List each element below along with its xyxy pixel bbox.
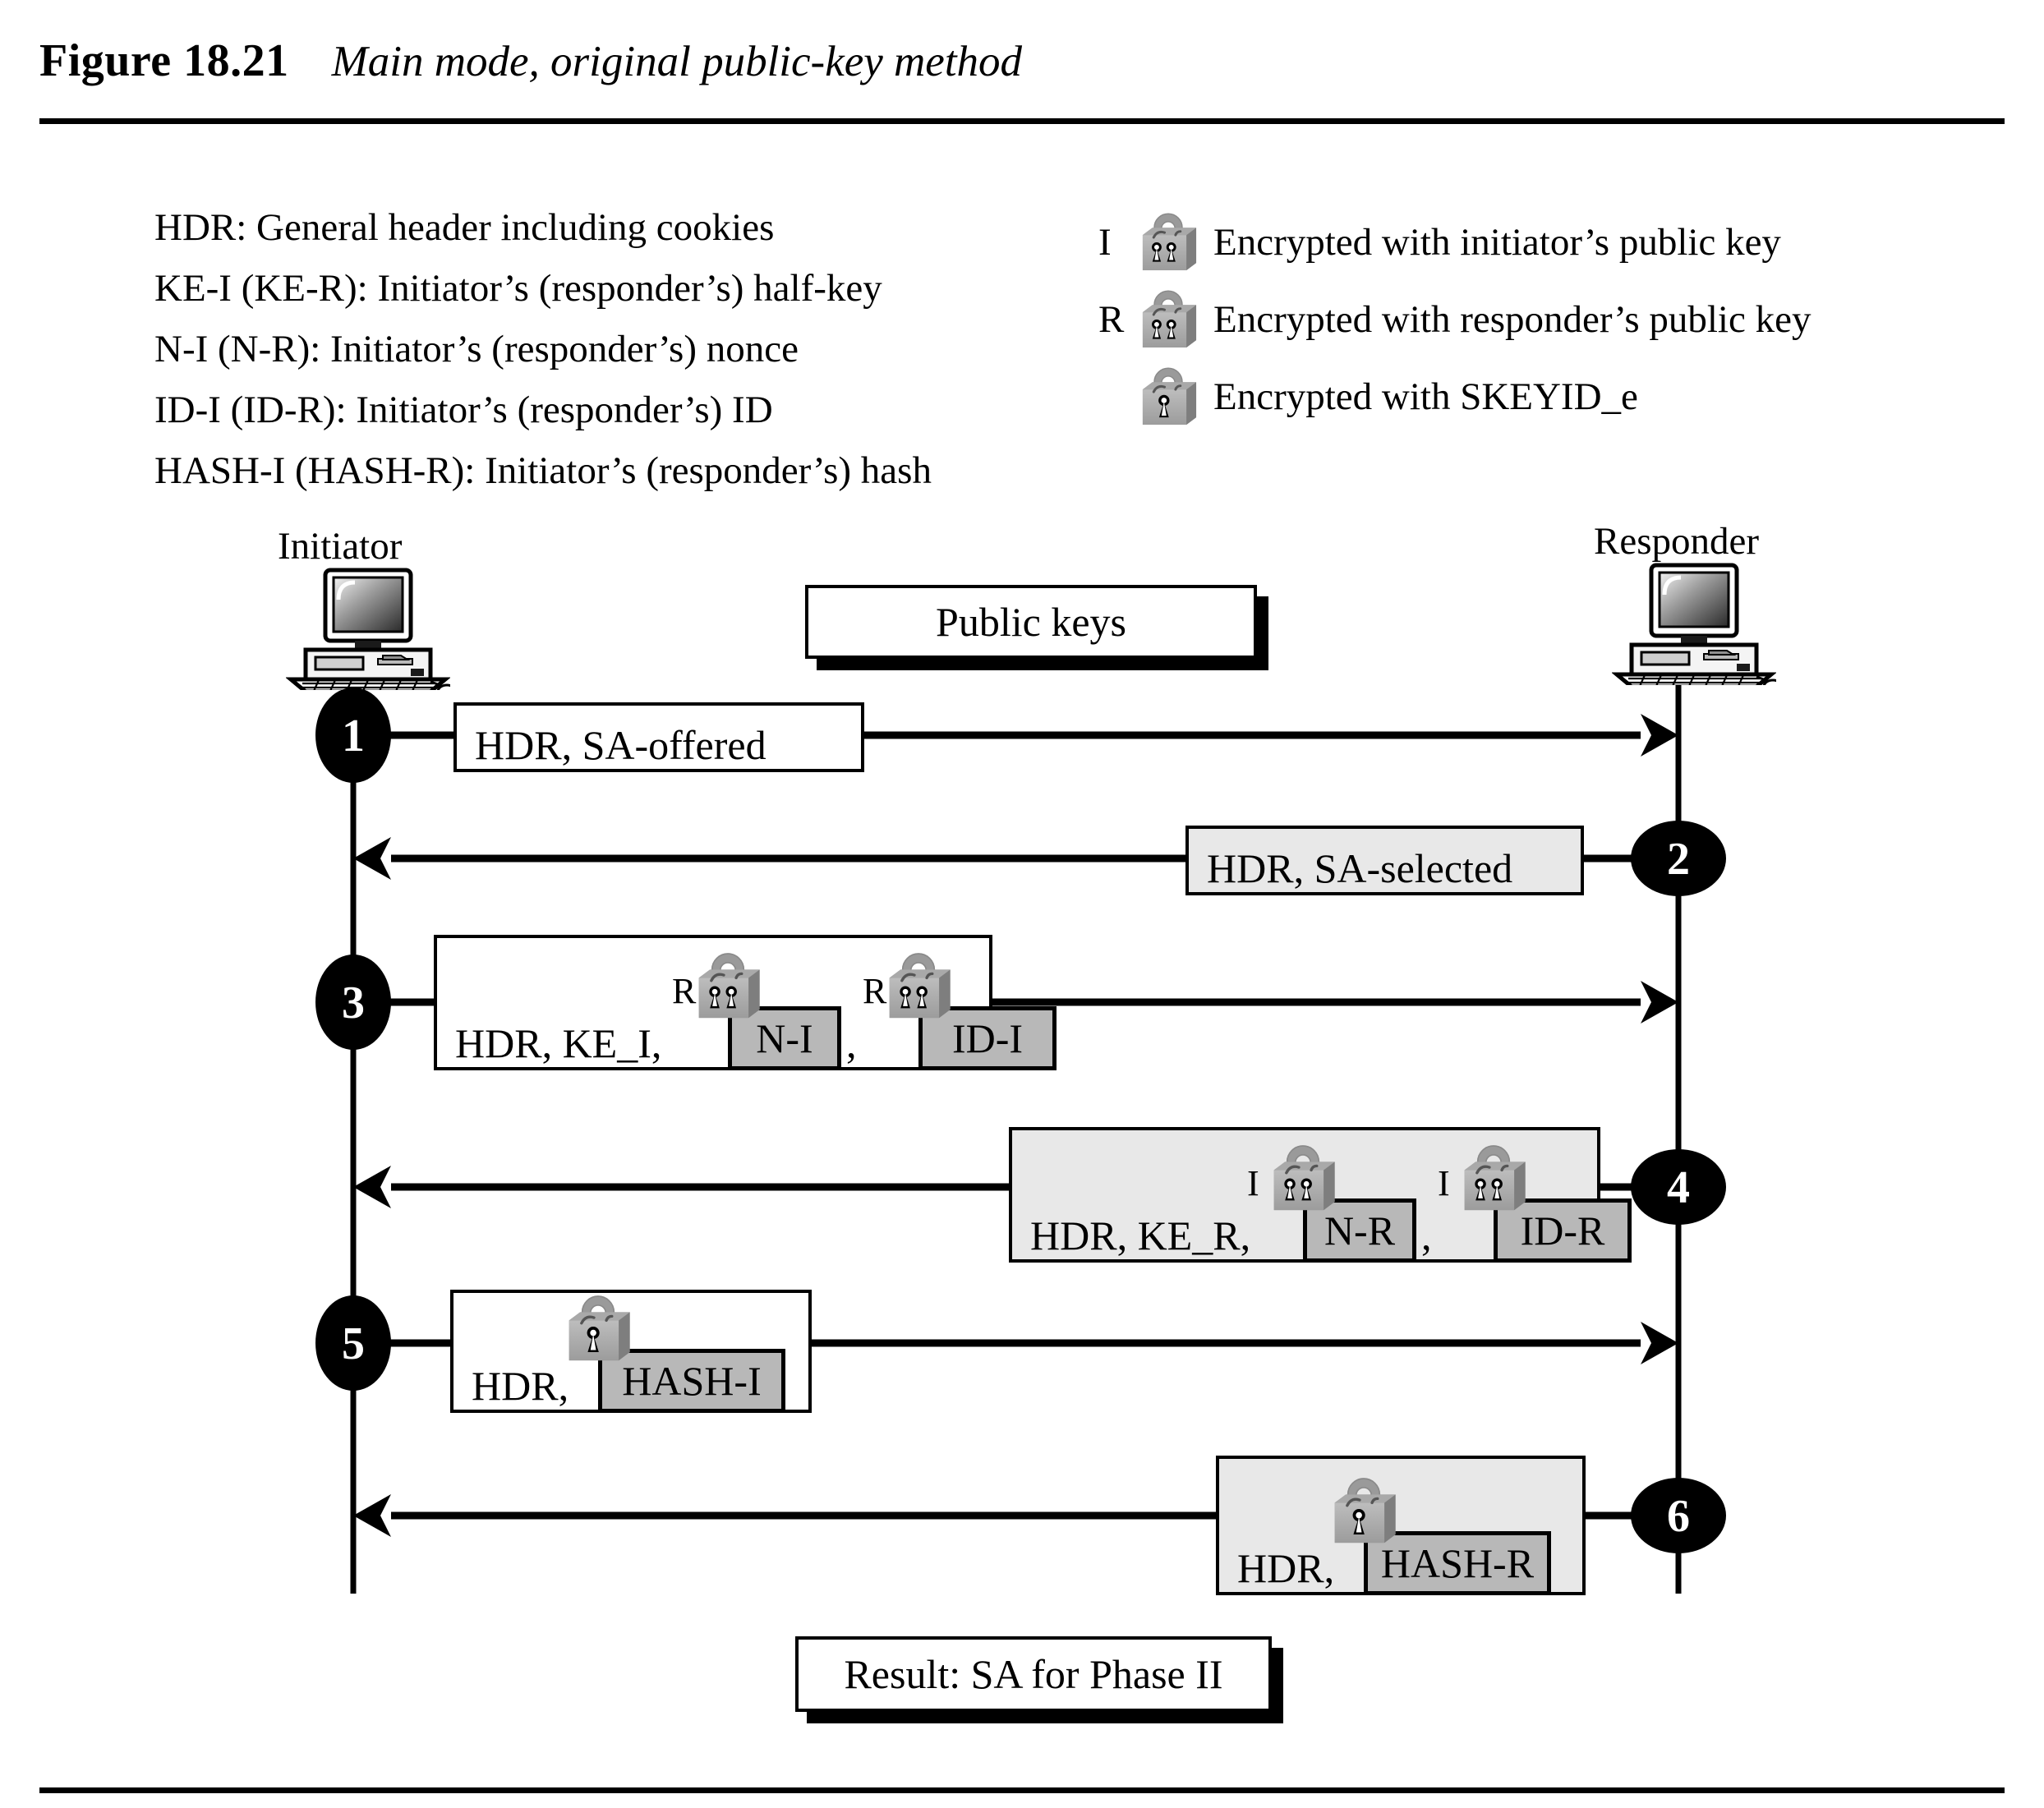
encrypted-payload-box: HASH-R — [1364, 1531, 1551, 1595]
encrypted-payload-label: ID-R — [1520, 1208, 1605, 1254]
encryption-key-letter: R — [863, 971, 887, 1011]
message-text: , — [1421, 1212, 1432, 1258]
figure-number: Figure 18.21 — [39, 35, 289, 86]
header-rule-top — [39, 118, 2005, 124]
step-number-label: 1 — [342, 711, 365, 761]
message-arrow-head — [1641, 1322, 1678, 1364]
step-marker-1 — [315, 688, 391, 783]
legend-text: Encrypted with responder’s public key — [1213, 298, 1812, 341]
step-number-label: 6 — [1667, 1491, 1690, 1542]
legend-item: ID-I (ID-R): Initiator’s (responder’s) I… — [154, 389, 773, 431]
step-number-label: 3 — [342, 978, 365, 1028]
result-banner-label: Result: SA for Phase II — [844, 1651, 1223, 1697]
encrypted-payload-box: ID-I — [918, 1006, 1057, 1070]
message-text: HDR, SA-offered — [475, 722, 766, 768]
legend-text: Encrypted with SKEYID_e — [1213, 375, 1638, 418]
message-arrow-head — [353, 837, 391, 880]
responder-label: Responder — [1594, 520, 1760, 563]
legend-row-skeyid: Encrypted with SKEYID_e — [1098, 358, 1811, 435]
encrypted-payload-label: HASH-I — [622, 1358, 762, 1404]
result-banner: Result: SA for Phase II — [795, 1636, 1272, 1712]
message-arrow-head — [353, 1166, 391, 1208]
encrypted-payload-box: ID-R — [1494, 1198, 1632, 1263]
message-box-1: HDR, SA-offered — [453, 702, 864, 772]
legend-text: Encrypted with initiator’s public key — [1213, 221, 1781, 264]
padlock-single-keyhole-icon — [564, 1291, 633, 1370]
message-text: HDR, KE_I, — [455, 1020, 662, 1066]
encryption-key-letter: I — [1247, 1163, 1259, 1203]
step-marker-2 — [1631, 821, 1726, 896]
public-keys-banner-label: Public keys — [936, 599, 1126, 645]
encrypted-payload-box: HASH-I — [598, 1349, 785, 1413]
padlock-double-keyhole-icon — [1459, 1141, 1528, 1220]
step-marker-5 — [315, 1295, 391, 1391]
desktop-computer-icon — [291, 570, 456, 698]
message-text: HDR, — [1237, 1545, 1335, 1591]
encrypted-payload-label: N-I — [756, 1015, 813, 1061]
legend-key-letter: I — [1098, 221, 1112, 264]
legend-item: N-I (N-R): Initiator’s (responder’s) non… — [154, 328, 799, 370]
message-text: HDR, — [472, 1363, 569, 1409]
step-marker-3 — [315, 955, 391, 1050]
padlock-double-keyhole-icon — [1268, 1141, 1337, 1220]
message-arrow-head — [1641, 714, 1678, 757]
legend-item: HASH-I (HASH-R): Initiator’s (responder’… — [154, 449, 932, 492]
legend-key-letter: R — [1098, 298, 1125, 341]
message-arrow-head — [353, 1494, 391, 1537]
header-rule-bottom — [39, 1787, 2005, 1793]
legend-row-responder-key: R Encrypted with responder’s public key — [1098, 281, 1811, 358]
encryption-key-letter: R — [672, 971, 697, 1011]
step-number-label: 2 — [1667, 834, 1690, 885]
step-number-label: 4 — [1667, 1162, 1690, 1213]
legend-item: HDR: General header including cookies — [154, 206, 775, 249]
initiator-label: Initiator — [278, 525, 403, 568]
padlock-double-keyhole-icon — [884, 949, 953, 1028]
padlock-double-keyhole-icon — [693, 949, 762, 1028]
step-number-label: 5 — [342, 1318, 365, 1369]
encrypted-payload-label: HASH-R — [1380, 1540, 1535, 1586]
message-text: HDR, KE_R, — [1030, 1212, 1251, 1258]
message-box-2: HDR, SA-selected — [1185, 826, 1584, 895]
figure-title: Main mode, original public-key method — [331, 38, 1023, 85]
legend-row-initiator-key: I Encrypted with initiator’s public key — [1098, 204, 1811, 281]
desktop-computer-icon — [1617, 565, 1782, 693]
message-box-5: HDR, HASH-I — [450, 1290, 812, 1413]
legend-item: KE-I (KE-R): Initiator’s (responder’s) h… — [154, 267, 882, 310]
message-text: HDR, SA-selected — [1207, 845, 1513, 891]
encrypted-payload-label: ID-I — [951, 1015, 1024, 1061]
message-arrow-head — [1641, 981, 1678, 1024]
encrypted-payload-label: N-R — [1324, 1208, 1396, 1254]
message-box-6: HDR, HASH-R — [1216, 1456, 1586, 1595]
padlock-single-keyhole-icon — [1329, 1474, 1398, 1553]
message-text: , — [846, 1020, 857, 1066]
step-marker-6 — [1631, 1478, 1726, 1553]
public-keys-banner: Public keys — [805, 585, 1257, 659]
figure-caption: Figure 18.21 Main mode, original public-k… — [39, 35, 1022, 87]
legend-abbreviations: HDR: General header including cookies KE… — [154, 197, 932, 501]
legend-encryption-keys: I Encrypted with initiator’s public key … — [1098, 204, 1811, 435]
encryption-key-letter: I — [1438, 1163, 1450, 1203]
step-marker-4 — [1631, 1149, 1726, 1225]
